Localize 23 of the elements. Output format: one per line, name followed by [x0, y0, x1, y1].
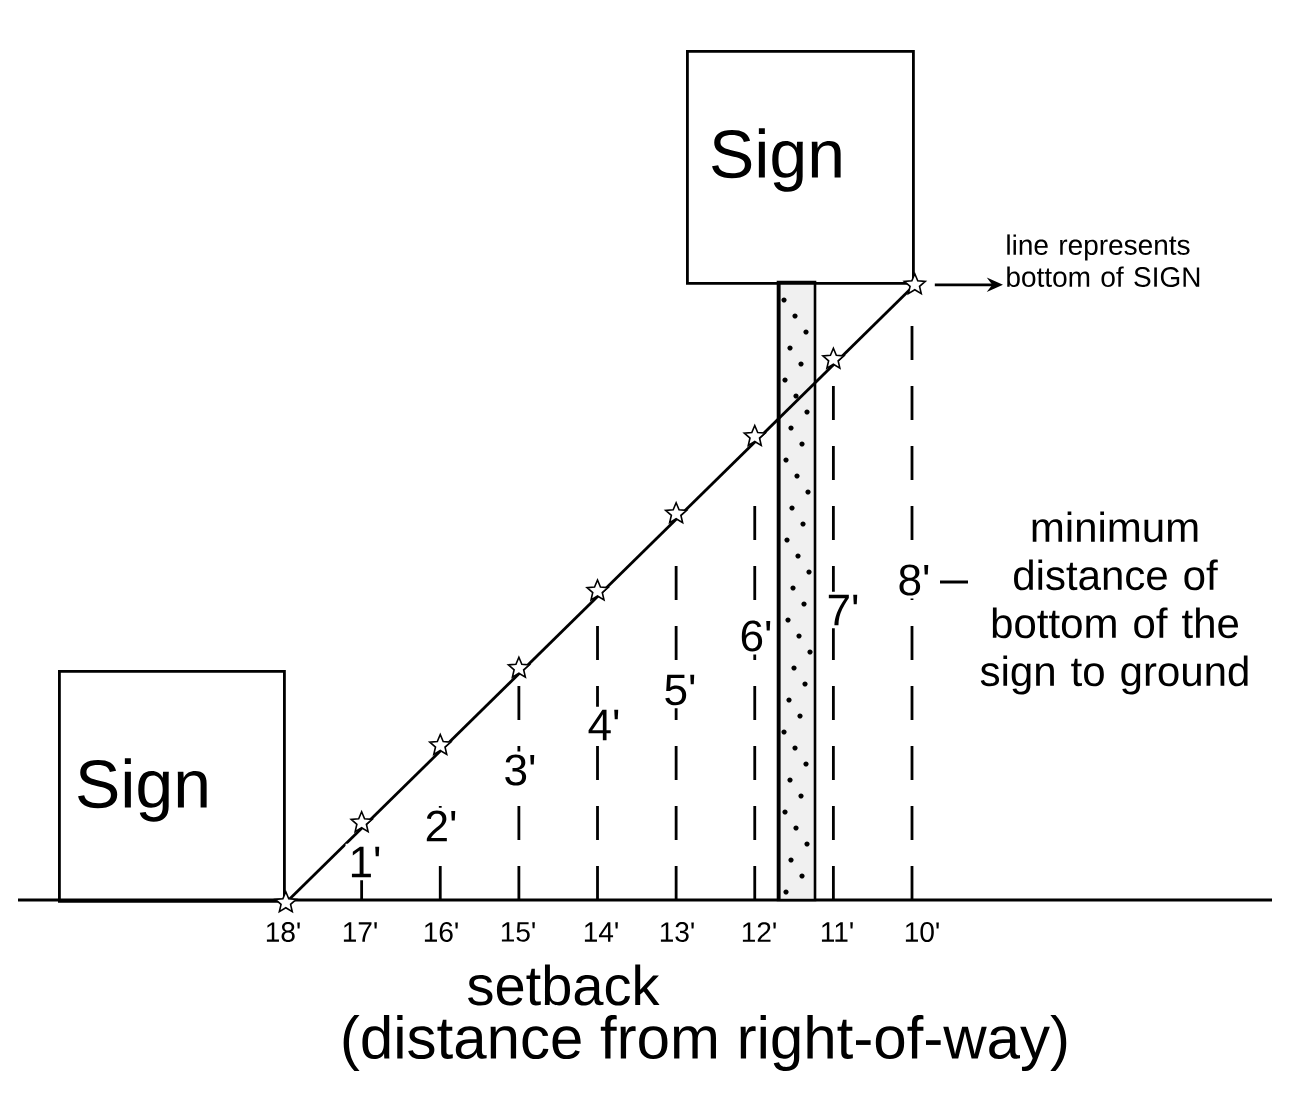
tick-label: 10' — [905, 922, 939, 942]
tick-label: 18' — [266, 922, 300, 942]
axis-title: (distance from right-of-way) — [343, 1015, 1067, 1071]
height-label: 1' — [345, 843, 385, 881]
height-label: 8' — [894, 561, 934, 599]
note-text: minimum distance of bottom of the sign to ground — [980, 511, 1248, 695]
axis-title: setback — [468, 964, 660, 1006]
sign-box: Sign — [686, 50, 915, 285]
tick-label: 14' — [584, 922, 618, 942]
height-label: 7' — [823, 591, 863, 629]
height-label: 6' — [736, 617, 776, 655]
height-label: 5' — [660, 671, 700, 709]
tick-label: 11' — [821, 922, 853, 942]
tick-label: 13' — [660, 922, 694, 942]
height-label: 3' — [500, 751, 540, 789]
sign-box: Sign — [58, 670, 286, 903]
tick-label: 17' — [343, 922, 377, 942]
tick-label: 12' — [742, 922, 776, 942]
annotation-text: line represents bottom of SIGN — [1007, 234, 1200, 287]
height-label: 2' — [421, 807, 461, 845]
height-label: 4' — [584, 706, 624, 744]
tick-label: 15' — [501, 922, 535, 942]
tick-label: 16' — [424, 922, 458, 942]
